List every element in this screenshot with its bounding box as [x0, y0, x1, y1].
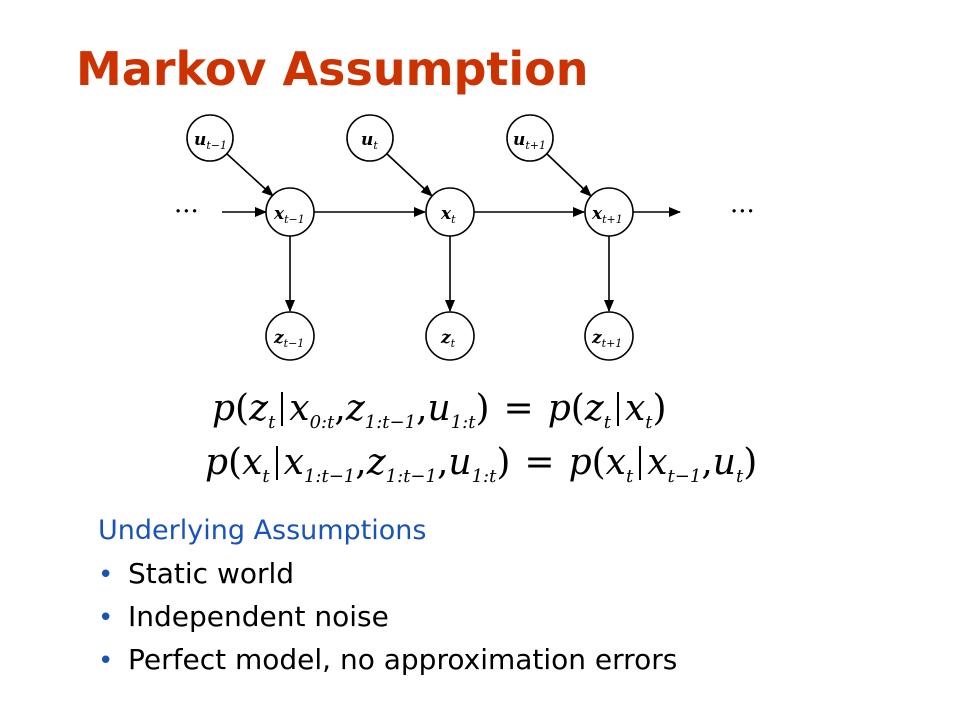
edge-ucur-xcur — [385, 152, 433, 197]
node-u-t-minus-1: ut−1 — [186, 114, 234, 162]
bullet-icon: • — [98, 603, 114, 633]
bullet-icon: • — [98, 646, 114, 676]
svg-text:zt+1: zt+1 — [591, 328, 622, 350]
svg-text:xt+1: xt+1 — [591, 204, 623, 226]
node-z-t-plus-1: zt+1 — [584, 311, 634, 361]
svg-text:ut−1: ut−1 — [194, 130, 227, 152]
node-x-t-minus-1: xt−1 — [265, 187, 315, 237]
svg-text:ut: ut — [361, 130, 378, 152]
bayes-network-diagram: ··· ··· ut−1 ut ut+1 xt−1 xt xt+1 zt−1 z… — [174, 114, 755, 361]
edge-unext-xnext — [545, 152, 592, 197]
svg-text:xt−1: xt−1 — [273, 204, 305, 226]
node-x-t-plus-1: xt+1 — [584, 187, 634, 237]
list-item: •Static world — [98, 556, 677, 599]
assumptions-list: •Static world •Independent noise •Perfec… — [98, 556, 677, 685]
edges — [222, 152, 681, 312]
list-item: •Perfect model, no approximation errors — [98, 642, 677, 685]
node-x-t: xt — [425, 187, 475, 237]
bullet-icon: • — [98, 560, 114, 590]
edge-uprev-xprev — [225, 152, 274, 197]
ellipsis-left: ··· — [174, 197, 199, 227]
node-u-t: ut — [346, 114, 394, 162]
assumptions-heading: Underlying Assumptions — [98, 515, 427, 546]
list-item: •Independent noise — [98, 599, 677, 642]
node-u-t-plus-1: ut+1 — [506, 114, 554, 162]
slide-title: Markov Assumption — [76, 42, 589, 96]
svg-text:zt: zt — [440, 328, 456, 350]
svg-text:zt−1: zt−1 — [273, 328, 304, 350]
node-z-t-minus-1: zt−1 — [265, 311, 315, 361]
svg-text:ut+1: ut+1 — [513, 130, 546, 152]
svg-text:xt: xt — [440, 204, 456, 226]
node-z-t: zt — [425, 311, 475, 361]
ellipsis-right: ··· — [730, 197, 755, 227]
